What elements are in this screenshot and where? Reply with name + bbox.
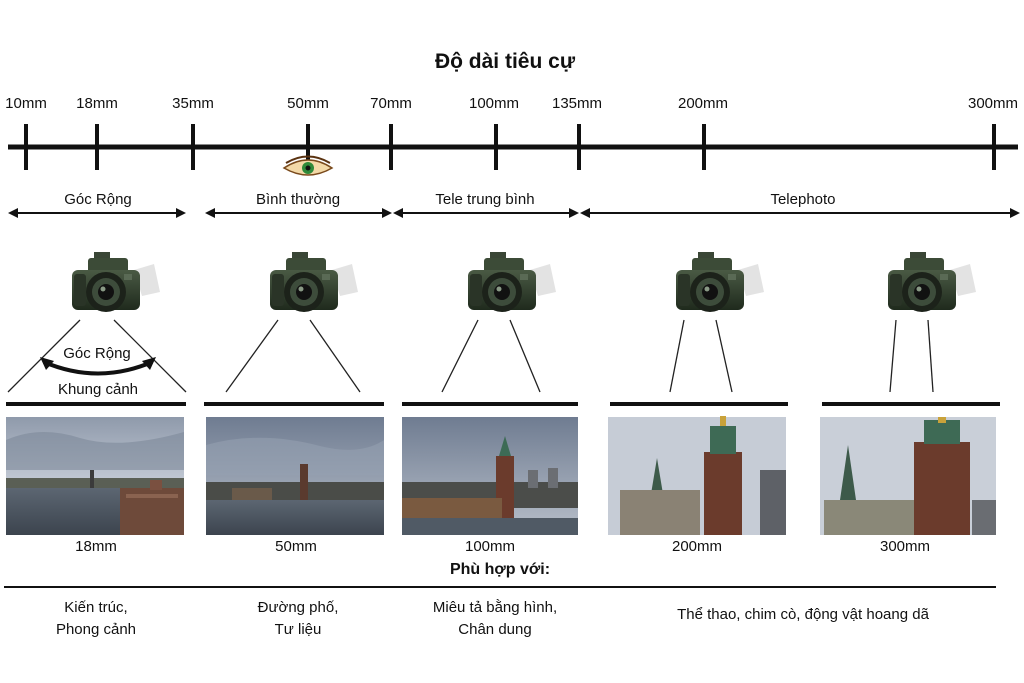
eye-icon bbox=[282, 155, 334, 176]
camera-icon-50mm bbox=[270, 252, 358, 312]
suitable-heading: Phù hợp với: bbox=[449, 561, 551, 578]
camera-icon-300mm bbox=[888, 252, 976, 312]
angle-arc bbox=[43, 360, 153, 376]
tick-label-300mm: 300mm bbox=[967, 95, 1019, 112]
tick-label-50mm: 50mm bbox=[287, 95, 329, 112]
photo-label-18mm: 18mm bbox=[75, 538, 117, 555]
tick-label-18mm: 18mm bbox=[76, 95, 118, 112]
use-item-medtele-line2: Chân dung bbox=[458, 621, 532, 638]
tick-label-135mm: 135mm bbox=[551, 95, 603, 112]
use-item-normal-line2: Tư liệu bbox=[274, 621, 322, 638]
tick-label-200mm: 200mm bbox=[677, 95, 729, 112]
angle-label-scene: Khung cảnh bbox=[57, 381, 139, 398]
tick-label-70mm: 70mm bbox=[370, 95, 412, 112]
photo-100mm bbox=[402, 417, 578, 535]
camera-icon-200mm bbox=[676, 252, 764, 312]
use-item-telephoto-line1: Thể thao, chim cò, động vật hoang dã bbox=[677, 606, 929, 623]
use-item-normal-line1: Đường phố, bbox=[257, 599, 339, 616]
photo-label-100mm: 100mm bbox=[464, 538, 516, 555]
tick-label-35mm: 35mm bbox=[172, 95, 214, 112]
range-label-telephoto: Telephoto bbox=[770, 191, 836, 208]
use-item-wide: Kiến trúc, Phong cảnh bbox=[56, 597, 136, 641]
use-item-telephoto: Thể thao, chim cò, động vật hoang dã bbox=[677, 604, 929, 626]
tick-label-10mm: 10mm bbox=[5, 95, 47, 112]
camera-icon-18mm bbox=[72, 252, 160, 312]
range-label-normal: Bình thường bbox=[255, 191, 341, 208]
tick-label-100mm: 100mm bbox=[468, 95, 520, 112]
range-label-wide: Góc Rộng bbox=[64, 191, 132, 208]
photo-label-300mm: 300mm bbox=[879, 538, 931, 555]
range-label-medtele: Tele trung bình bbox=[435, 191, 535, 208]
photo-50mm bbox=[206, 417, 384, 535]
use-item-wide-line1: Kiến trúc, bbox=[64, 599, 128, 616]
use-item-wide-line2: Phong cảnh bbox=[55, 621, 137, 638]
photo-label-50mm: 50mm bbox=[275, 538, 317, 555]
use-item-normal: Đường phố, Tư liệu bbox=[258, 597, 339, 641]
use-item-medtele-line1: Miêu tả bằng hình, bbox=[432, 599, 558, 616]
use-item-medtele: Miêu tả bằng hình, Chân dung bbox=[433, 597, 557, 641]
photo-200mm bbox=[608, 416, 786, 535]
scale-ticks bbox=[24, 124, 996, 170]
photo-label-200mm: 200mm bbox=[671, 538, 723, 555]
camera-icon-100mm bbox=[468, 252, 556, 312]
photo-300mm bbox=[820, 417, 996, 535]
angle-label-wide: Góc Rộng bbox=[63, 345, 131, 362]
photo-18mm bbox=[6, 417, 184, 535]
page-title: Độ dài tiêu cự bbox=[434, 50, 576, 73]
